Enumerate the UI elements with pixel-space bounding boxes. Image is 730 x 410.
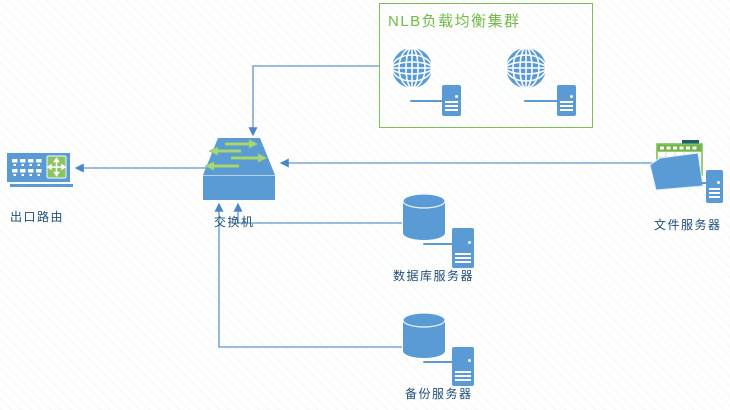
drive-bays — [455, 253, 471, 264]
file-server-label: 文件服务器 — [654, 218, 722, 232]
drive-bays — [445, 101, 458, 112]
power-led — [468, 240, 471, 244]
folder-icon — [649, 140, 704, 191]
nlb-cluster-box[interactable]: NLB负载均衡集群 — [379, 3, 593, 128]
server-tower-icon — [557, 85, 576, 116]
power-led — [570, 94, 573, 98]
power-led — [717, 180, 720, 184]
database-cylinder-icon — [402, 312, 446, 358]
server-tower-icon — [452, 228, 474, 268]
router-icon — [7, 153, 73, 187]
switch-label: 交换机 — [214, 215, 255, 229]
drive-bays — [455, 371, 471, 382]
node-web-server-1[interactable] — [388, 44, 468, 119]
node-web-server-2[interactable] — [502, 44, 582, 119]
node-backup-server[interactable] — [401, 311, 481, 391]
icon-connector-line — [524, 100, 560, 102]
connector-database-to-switch — [233, 202, 402, 224]
icon-connector-line — [410, 100, 446, 102]
power-led — [455, 94, 458, 98]
server-tower-icon — [452, 347, 474, 386]
server-tower-icon — [706, 170, 723, 203]
icon-connector-line — [423, 361, 456, 363]
node-file-server[interactable] — [646, 136, 730, 206]
switch-icon — [203, 138, 275, 200]
drive-bays — [709, 188, 720, 199]
connector-nlb-to-switch — [248, 65, 379, 137]
icon-connector-line — [688, 182, 708, 184]
globe-icon — [505, 47, 547, 89]
globe-icon — [391, 47, 433, 89]
database-server-label: 数据库服务器 — [393, 269, 475, 283]
node-router[interactable] — [4, 148, 82, 192]
backup-server-label: 备份服务器 — [405, 387, 473, 401]
node-switch[interactable] — [195, 130, 280, 202]
icon-connector-line — [423, 243, 456, 245]
server-tower-icon — [442, 85, 461, 116]
router-label: 出口路由 — [10, 210, 65, 224]
database-cylinder-icon — [402, 193, 446, 240]
nlb-cluster-title: NLB负载均衡集群 — [388, 13, 521, 30]
power-led — [468, 359, 471, 363]
drive-bays — [560, 101, 573, 112]
node-database-server[interactable] — [401, 192, 481, 272]
